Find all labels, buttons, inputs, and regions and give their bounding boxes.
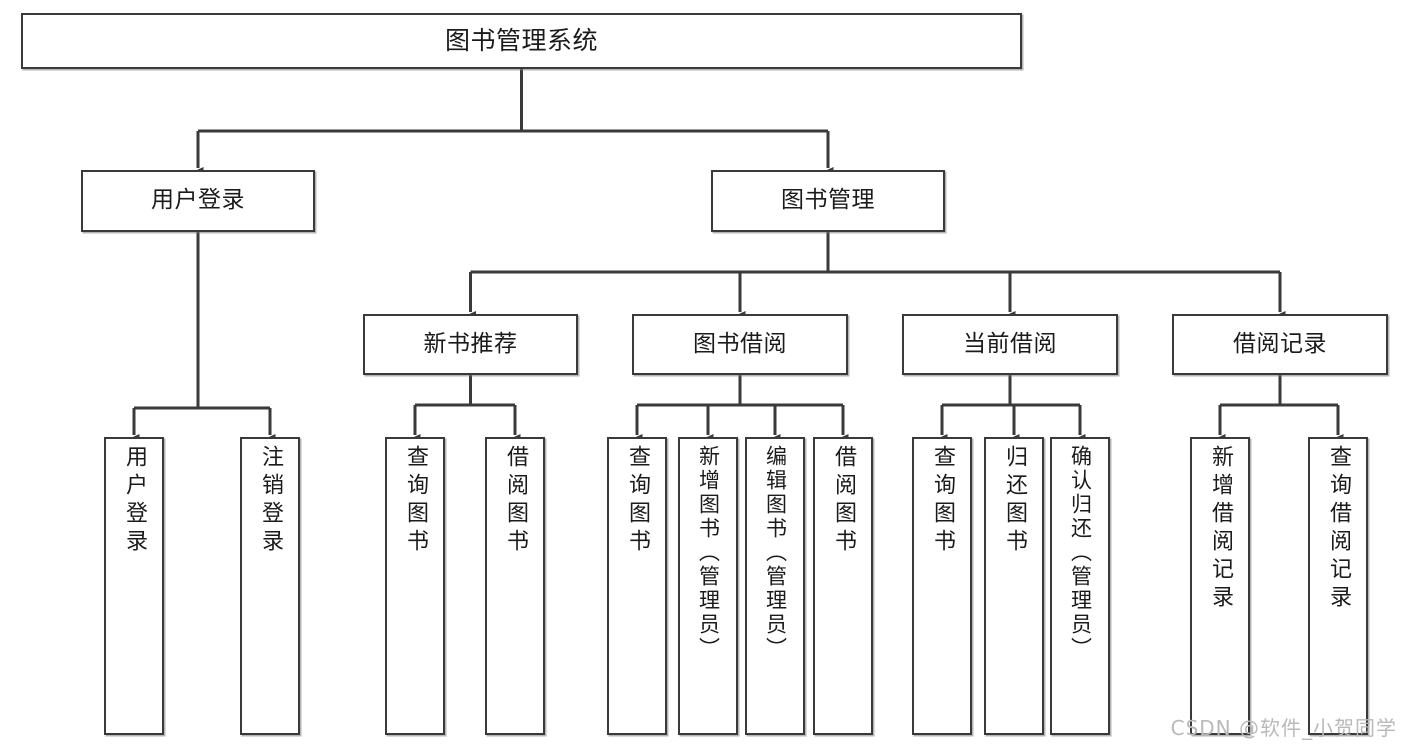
node-label: 用户登录 <box>122 445 147 557</box>
node-leaf-edit-book[interactable]: 编辑图书（管理员） <box>745 437 805 735</box>
node-leaf-confirm-return[interactable]: 确认归还（管理员） <box>1050 437 1110 735</box>
node-label: 注销登录 <box>258 445 283 557</box>
node-newbook[interactable]: 新书推荐 <box>363 314 578 375</box>
node-login[interactable]: 用户登录 <box>81 170 315 232</box>
node-label: 当前借阅 <box>963 330 1057 357</box>
node-records[interactable]: 借阅记录 <box>1172 314 1388 375</box>
node-label: 查询图书 <box>625 445 650 557</box>
node-label: 图书管理 <box>781 187 875 214</box>
node-bookmgmt[interactable]: 图书管理 <box>711 170 945 232</box>
node-root[interactable]: 图书管理系统 <box>21 13 1022 69</box>
node-label: 编辑图书（管理员） <box>763 445 788 661</box>
node-leaf-query-record[interactable]: 查询借阅记录 <box>1308 437 1368 735</box>
node-leaf-add-record[interactable]: 新增借阅记录 <box>1190 437 1250 735</box>
node-label: 新书推荐 <box>423 330 518 357</box>
node-current[interactable]: 当前借阅 <box>902 314 1118 375</box>
node-leaf-add-book[interactable]: 新增图书（管理员） <box>678 437 738 735</box>
watermark-text: CSDN @软件_小贺同学 <box>1170 716 1397 740</box>
node-label: 借阅图书 <box>503 445 528 557</box>
node-label: 归还图书 <box>1002 445 1027 557</box>
node-label: 借阅记录 <box>1233 330 1327 357</box>
node-label: 查询图书 <box>403 445 428 557</box>
node-leaf-query-book-3[interactable]: 查询图书 <box>912 437 972 735</box>
node-leaf-return-book[interactable]: 归还图书 <box>984 437 1044 735</box>
node-leaf-user-login[interactable]: 用户登录 <box>104 437 164 735</box>
node-label: 借阅图书 <box>831 445 856 557</box>
node-label: 图书借阅 <box>693 330 787 357</box>
node-leaf-query-book-1[interactable]: 查询图书 <box>385 437 445 735</box>
node-borrow[interactable]: 图书借阅 <box>632 314 848 375</box>
node-leaf-query-book-2[interactable]: 查询图书 <box>607 437 667 735</box>
node-label: 用户登录 <box>151 187 245 214</box>
node-leaf-borrow-book-1[interactable]: 借阅图书 <box>485 437 545 735</box>
node-label: 确认归还（管理员） <box>1068 445 1093 661</box>
node-label: 新增图书（管理员） <box>696 445 721 661</box>
node-leaf-borrow-book-2[interactable]: 借阅图书 <box>813 437 873 735</box>
node-leaf-user-logout[interactable]: 注销登录 <box>240 437 300 735</box>
node-label: 新增借阅记录 <box>1208 445 1233 613</box>
node-label: 查询图书 <box>930 445 955 557</box>
node-label: 图书管理系统 <box>444 26 598 56</box>
node-label: 查询借阅记录 <box>1326 445 1351 613</box>
